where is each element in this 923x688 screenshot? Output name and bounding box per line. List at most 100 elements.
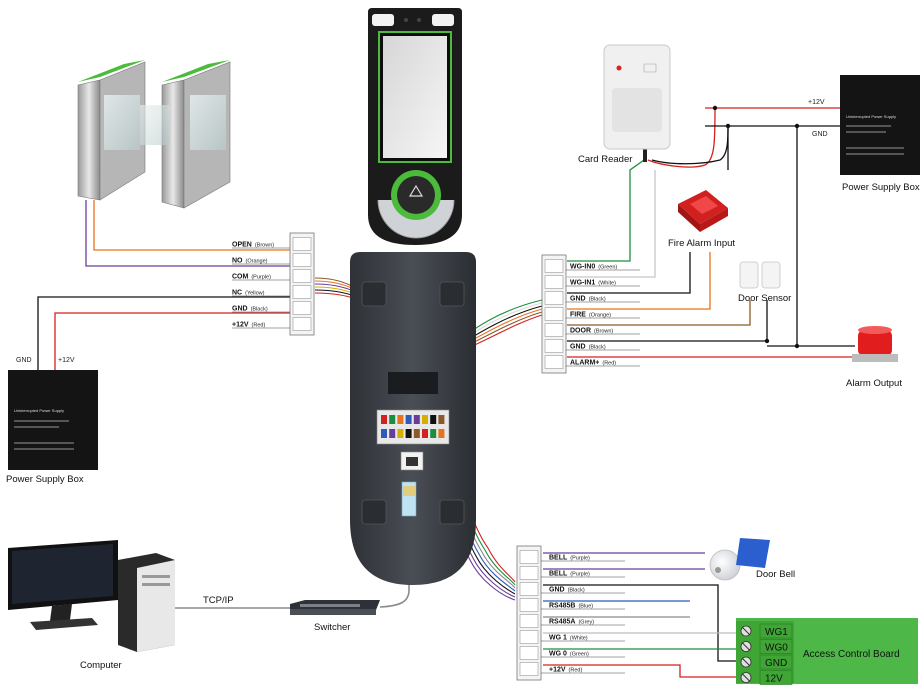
pin-name: WG 1: [549, 635, 567, 642]
terminal-slot: [544, 307, 564, 321]
pin-label: +12V(Red): [549, 667, 582, 674]
junction-dot: [712, 105, 718, 111]
connector-pin: [422, 429, 428, 438]
alarm-siren: [852, 326, 898, 362]
wire-wg-in0-green: [567, 159, 645, 262]
computer: [8, 540, 175, 652]
pin-name: NC: [232, 290, 242, 297]
triangle-icon: [408, 184, 424, 197]
terminal-screen: [383, 36, 447, 158]
left-gnd-label: GND: [16, 357, 32, 364]
wire-open-brown: [93, 200, 290, 251]
screw-slot: [742, 673, 750, 682]
right-12v-label: +12V: [808, 99, 825, 106]
connector-pin: [430, 429, 437, 438]
ups-label-right: Uninterrupted Power Supply: [846, 114, 896, 119]
turnstile-left: [77, 60, 146, 201]
wire-gnd-bottom: [543, 584, 745, 662]
pin-name: RS485A: [549, 619, 575, 626]
terminal-slot: [544, 339, 564, 353]
access-board-title: Access Control Board: [803, 649, 900, 660]
pin-name: GND: [570, 344, 586, 351]
pin-label: ALARM+(Red): [570, 360, 616, 367]
pin-name: +12V: [232, 322, 249, 329]
terminal-slot: [519, 598, 539, 612]
terminal-slot: [292, 253, 312, 267]
wire-reader-red: [647, 107, 716, 168]
pin-name: WG 0: [549, 651, 567, 658]
terminal-slot: [544, 323, 564, 337]
pin-name: GND: [570, 296, 586, 303]
door-bell-label: Door Bell: [756, 569, 795, 580]
ups-label-left: Uninterrupted Power Supply: [14, 408, 64, 413]
connector-pin: [422, 415, 428, 424]
pin-name: COM: [232, 274, 249, 281]
terminal-block-wiegand: WG-IN0(Green)WG-IN1(White)GND(Black)FIRE…: [541, 254, 640, 374]
access-board-pin-label: GND: [765, 658, 787, 669]
pin-name: WG-IN0: [570, 264, 595, 271]
turnstile-gates: [77, 60, 231, 209]
pin-wire-color: (Purple): [251, 275, 271, 281]
computer-label: Computer: [80, 660, 122, 671]
pin-wire-color: (Black): [568, 588, 585, 594]
junction-dot: [764, 338, 770, 344]
pin-name: GND: [232, 306, 248, 313]
terminal-slot: [519, 630, 539, 644]
pin-name: BELL: [549, 555, 568, 562]
pin-label: RS485A(Grey): [549, 619, 594, 626]
pin-wire-color: (White): [598, 281, 616, 287]
connector-block: [376, 409, 450, 445]
pin-box: [759, 623, 793, 639]
wire-com-purple: [85, 200, 290, 267]
pin-name: NO: [232, 258, 243, 265]
pin-wire-color: (Black): [589, 345, 606, 351]
pin-name: RS485B: [549, 603, 575, 610]
terminal-slot: [519, 646, 539, 660]
pin-label: GND(Black): [570, 344, 606, 351]
right-gnd-label: GND: [812, 131, 828, 138]
wire-gnd-door: [567, 300, 768, 342]
door-bell: [709, 538, 770, 581]
pin-label: WG 1(White): [549, 635, 588, 642]
alarm-output-label: Alarm Output: [846, 378, 902, 389]
terminal-slot: [292, 301, 312, 315]
pin-wire-color: (Black): [589, 297, 606, 303]
junction-dot: [794, 123, 800, 129]
fire-alarm-button: [678, 190, 728, 232]
pin-label: RS485B(Blue): [549, 603, 593, 610]
access-board-pin-label: WG1: [765, 627, 788, 638]
pin-label: WG 0(Green): [549, 651, 589, 658]
wire-12v-left: [54, 312, 290, 370]
door-sensor: [739, 261, 781, 289]
terminal-slot: [519, 662, 539, 676]
fire-alarm-label: Fire Alarm Input: [668, 238, 735, 249]
junction-dot: [794, 343, 800, 349]
turnstile-right: [140, 60, 231, 209]
pin-name: DOOR: [570, 328, 591, 335]
left-12v-label: +12V: [58, 357, 75, 364]
connector-pin: [413, 429, 420, 438]
connector-pin: [381, 429, 387, 438]
pin-label: BELL(Purple): [549, 555, 590, 562]
terminal-slot: [519, 614, 539, 628]
wire-wg-in1-white: [567, 170, 656, 278]
connector-pin: [405, 415, 412, 424]
connector-pin: [413, 415, 420, 424]
pin-label: +12V(Red): [232, 322, 265, 329]
pin-wire-color: (Orange): [246, 259, 268, 265]
wire-door-brown: [567, 300, 751, 326]
terminal-slot: [292, 269, 312, 283]
screw-slot: [742, 658, 750, 666]
connector-pin: [389, 415, 396, 424]
connector-pin: [430, 415, 437, 424]
terminal-slot: [544, 259, 564, 273]
pin-label: WG-IN1(White): [570, 280, 616, 287]
terminal-block-bottom: BELL(Purple)BELL(Purple)GND(Black)RS485B…: [516, 545, 625, 681]
access-board-pin-label: 12V: [765, 674, 783, 685]
junction-dot: [725, 123, 731, 129]
pin-label: GND(Black): [549, 587, 585, 594]
pin-wire-color: (Orange): [589, 313, 611, 319]
pin-label: GND(Black): [232, 306, 268, 313]
pin-wire-color: (Brown): [255, 243, 274, 249]
